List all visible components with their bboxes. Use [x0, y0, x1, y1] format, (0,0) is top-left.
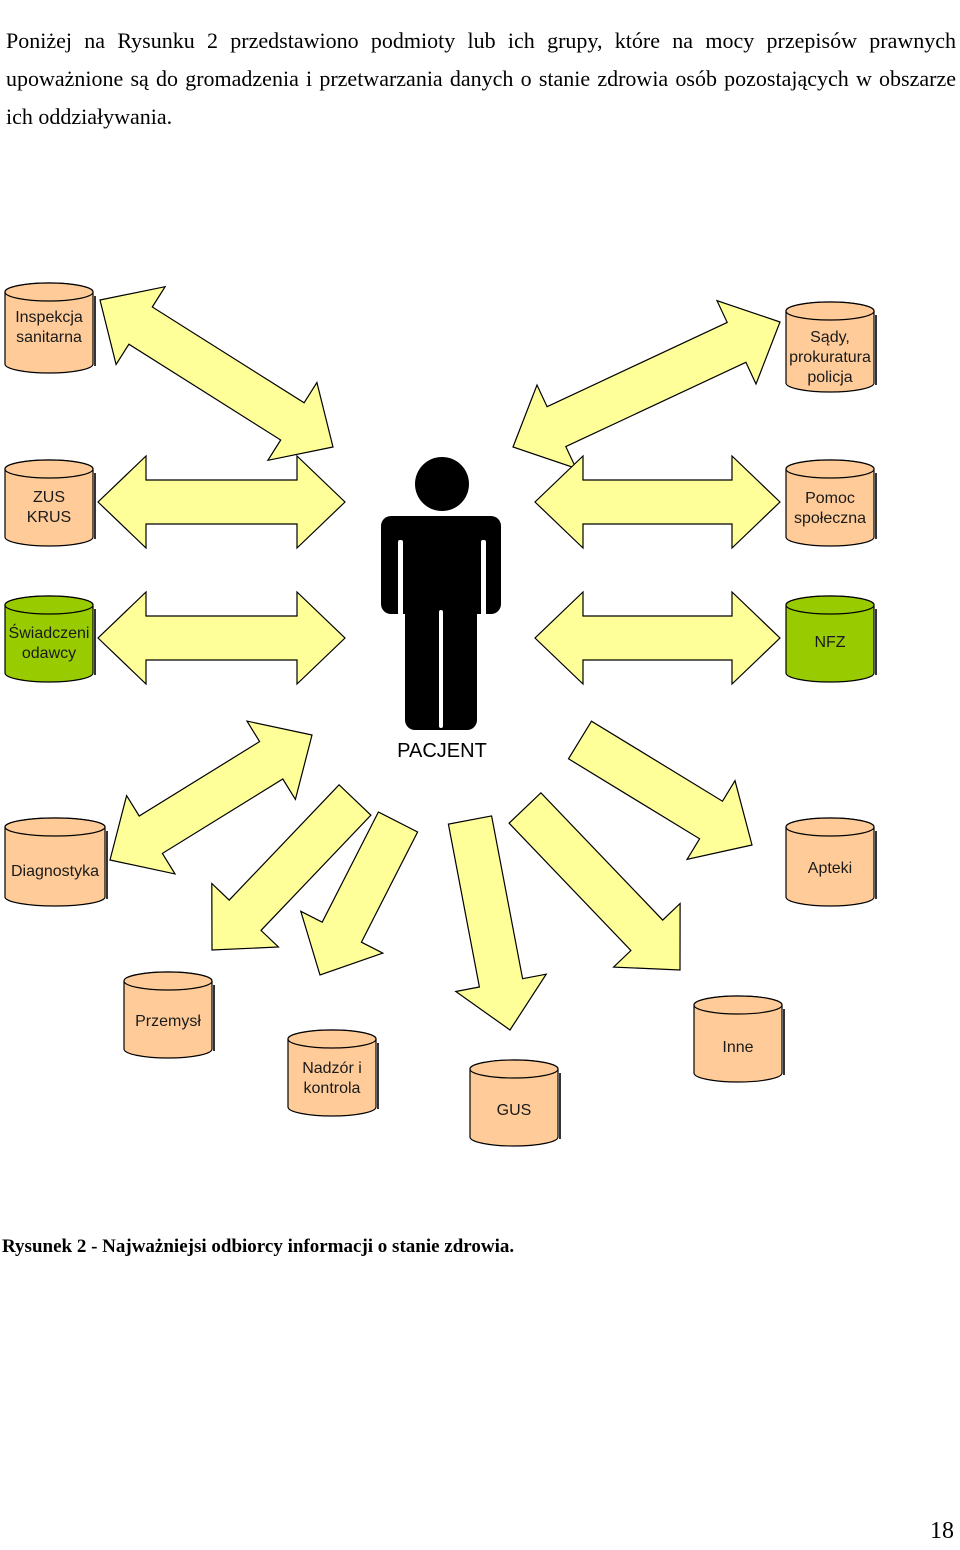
label-gus: GUS — [497, 1102, 532, 1119]
intro-paragraph: Poniżej na Rysunku 2 przedstawiono podmi… — [6, 28, 956, 129]
cylinder-gus: GUS — [469, 1059, 561, 1147]
arrow-swiadczeniodawcy — [97, 590, 346, 686]
cylinder-sady: Sądy, prokuratura policja — [785, 301, 877, 393]
label-nadzor: kontrola — [304, 1080, 361, 1097]
page-number: 18 — [930, 1518, 954, 1544]
label-sady: prokuratura — [789, 349, 871, 366]
patient-figure: PACJENT — [381, 457, 501, 762]
cylinder-nadzor: Nadzór i kontrola — [287, 1029, 379, 1117]
label-apteki: Apteki — [808, 860, 852, 877]
cylinder-inne: Inne — [693, 995, 785, 1083]
arrow-nadzor — [299, 811, 419, 976]
label-pomoc: Pomoc — [805, 490, 855, 507]
arrow-zus — [97, 454, 346, 550]
label-zus: ZUS — [33, 489, 65, 506]
label-pomoc: społeczna — [794, 510, 866, 527]
diagram: Inspekcja sanitarna Sądy, prokuratura policj… — [4, 282, 877, 1147]
cylinder-zus: ZUS KRUS — [4, 459, 96, 547]
label-swiadczeniodawcy: odawcy — [22, 645, 76, 662]
label-inspekcja: Inspekcja — [15, 309, 83, 326]
cylinder-pomoc: Pomoc społeczna — [785, 459, 877, 547]
label-diagnostyka: Diagnostyka — [11, 863, 99, 880]
cylinder-apteki: Apteki — [785, 817, 877, 907]
entities: Inspekcja sanitarna Sądy, prokuratura policj… — [4, 282, 877, 1147]
arrows — [97, 285, 781, 1031]
arrow-inne — [508, 791, 681, 971]
arrow-pomoc — [534, 454, 781, 550]
arrow-nfz — [534, 590, 781, 686]
label-sady: policja — [807, 369, 852, 386]
arrow-inspekcja — [99, 285, 334, 462]
cylinder-przemysl: Przemysł — [123, 971, 215, 1059]
person-icon — [381, 457, 501, 730]
label-nadzor: Nadzór i — [302, 1060, 362, 1077]
arrow-sady — [512, 299, 781, 470]
label-sady: Sądy, — [810, 329, 850, 346]
patient-label: PACJENT — [397, 740, 487, 762]
cylinder-inspekcja: Inspekcja sanitarna — [4, 282, 96, 374]
arrow-diagnostyka — [109, 720, 313, 875]
label-nfz: NFZ — [814, 634, 845, 651]
label-inspekcja: sanitarna — [16, 329, 82, 346]
label-zus: KRUS — [27, 509, 71, 526]
label-swiadczeniodawcy: Świadczeni — [9, 623, 90, 642]
arrow-przemysl — [211, 783, 372, 951]
cylinder-nfz: NFZ — [785, 595, 877, 683]
arrow-apteki — [567, 720, 753, 861]
label-inne: Inne — [722, 1039, 753, 1056]
label-przemysl: Przemysł — [135, 1013, 201, 1030]
arrow-gus — [447, 815, 548, 1031]
figure-caption: Rysunek 2 - Najważniejsi odbiorcy inform… — [2, 1236, 515, 1257]
cylinder-swiadczeniodawcy: Świadczeni odawcy — [4, 595, 96, 683]
cylinder-diagnostyka: Diagnostyka — [4, 817, 108, 907]
